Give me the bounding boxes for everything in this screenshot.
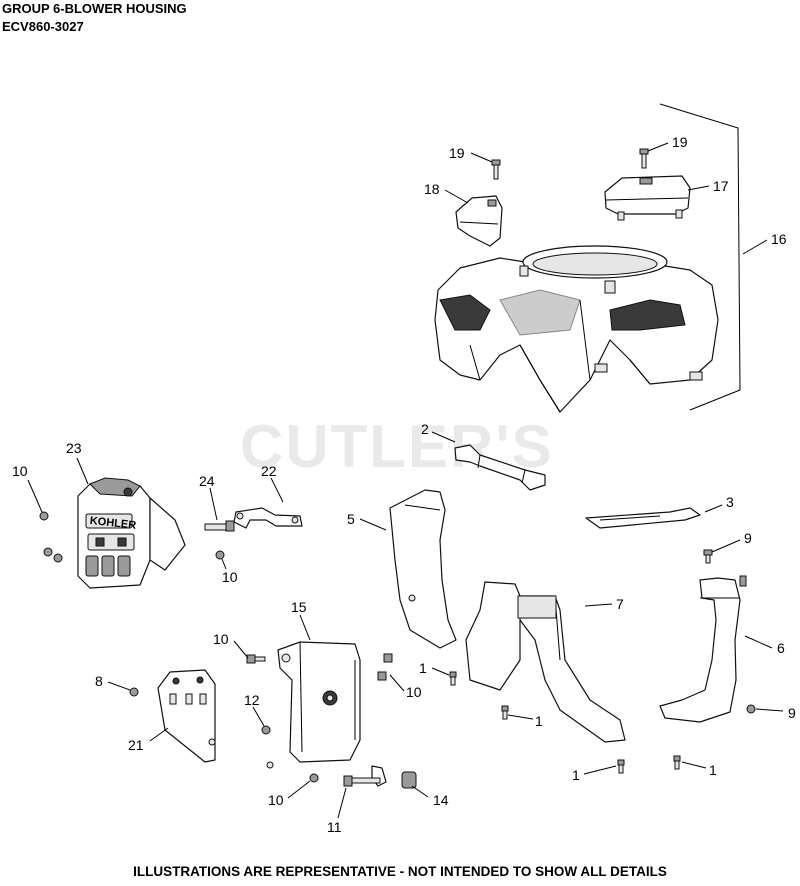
callout-17: 17 [713,178,729,194]
page-header: GROUP 6-BLOWER HOUSING ECV860-3027 [2,0,187,36]
screw-10-d-2 [377,671,387,681]
callout-10b: 10 [222,569,238,585]
kohler-logo: KOHLER [89,515,136,532]
callout-10d: 10 [406,684,422,700]
bracket-22 [233,507,303,529]
callout-21: 21 [128,737,144,753]
nut-10-e [309,773,319,783]
screw-19-left [491,159,501,180]
top-cover-17 [604,175,691,221]
callout-18: 18 [424,181,440,197]
disclaimer-footer: ILLUSTRATIONS ARE REPRESENTATIVE - NOT I… [133,864,667,879]
callout-10e: 10 [268,792,284,808]
nut-9-b [746,704,756,714]
nut-10-b [215,550,225,560]
nut-12 [261,725,271,735]
stud-24 [204,520,235,532]
small-cover-18 [455,195,503,247]
baffle-6 [659,575,747,723]
callout-1b: 1 [535,713,543,729]
hardware [39,511,756,783]
baffle-7 [465,581,626,743]
nut-upper-left [43,547,53,557]
bushing-14 [371,765,417,789]
callout-3: 3 [726,494,734,510]
plate-3 [585,507,701,529]
callout-16: 16 [771,231,787,247]
callout-1a: 1 [419,660,427,676]
bracket-21 [157,669,216,763]
callout-14: 14 [433,792,449,808]
callout-23: 23 [66,440,82,456]
screw-19-right [639,148,649,169]
callout-7: 7 [616,596,624,612]
nut-10-a [39,511,49,521]
nut-8 [129,687,139,697]
blower-housing-16 [434,103,741,413]
baffle-5 [389,489,457,649]
callout-1c: 1 [572,767,580,783]
screw-9-a [703,549,713,556]
kohler-cover-23: KOHLER [77,477,186,589]
leader-lines [27,142,784,819]
callout-19b: 19 [672,134,688,150]
callout-12: 12 [244,692,260,708]
bracket-2 [454,444,546,491]
screw-1-a [449,671,457,678]
model-number: ECV860-3027 [2,19,84,34]
callout-24: 24 [199,473,215,489]
callout-9b: 9 [788,705,796,721]
screw-10-d-1 [383,653,393,663]
screw-1-b [501,705,509,712]
page-title: GROUP 6-BLOWER HOUSING [2,1,187,16]
callout-labels: 19 19 18 17 16 2 23 10 24 22 5 3 10 9 15… [12,134,796,835]
callout-9a: 9 [744,530,752,546]
callout-19a: 19 [449,145,465,161]
callout-22: 22 [261,463,277,479]
callout-10c: 10 [213,631,229,647]
screw-10-c [246,654,256,664]
callout-1d: 1 [709,762,717,778]
bracket-15 [266,641,361,769]
callout-2: 2 [421,421,429,437]
callout-8: 8 [95,673,103,689]
callout-11: 11 [327,819,342,835]
screw-1-c [617,759,625,766]
callout-15: 15 [291,599,307,615]
screw-1-d [673,755,681,762]
nut-lower-left [53,553,63,563]
screw-11 [343,775,381,787]
callout-10a: 10 [12,463,28,479]
callout-5: 5 [347,511,355,527]
callout-6: 6 [777,640,785,656]
